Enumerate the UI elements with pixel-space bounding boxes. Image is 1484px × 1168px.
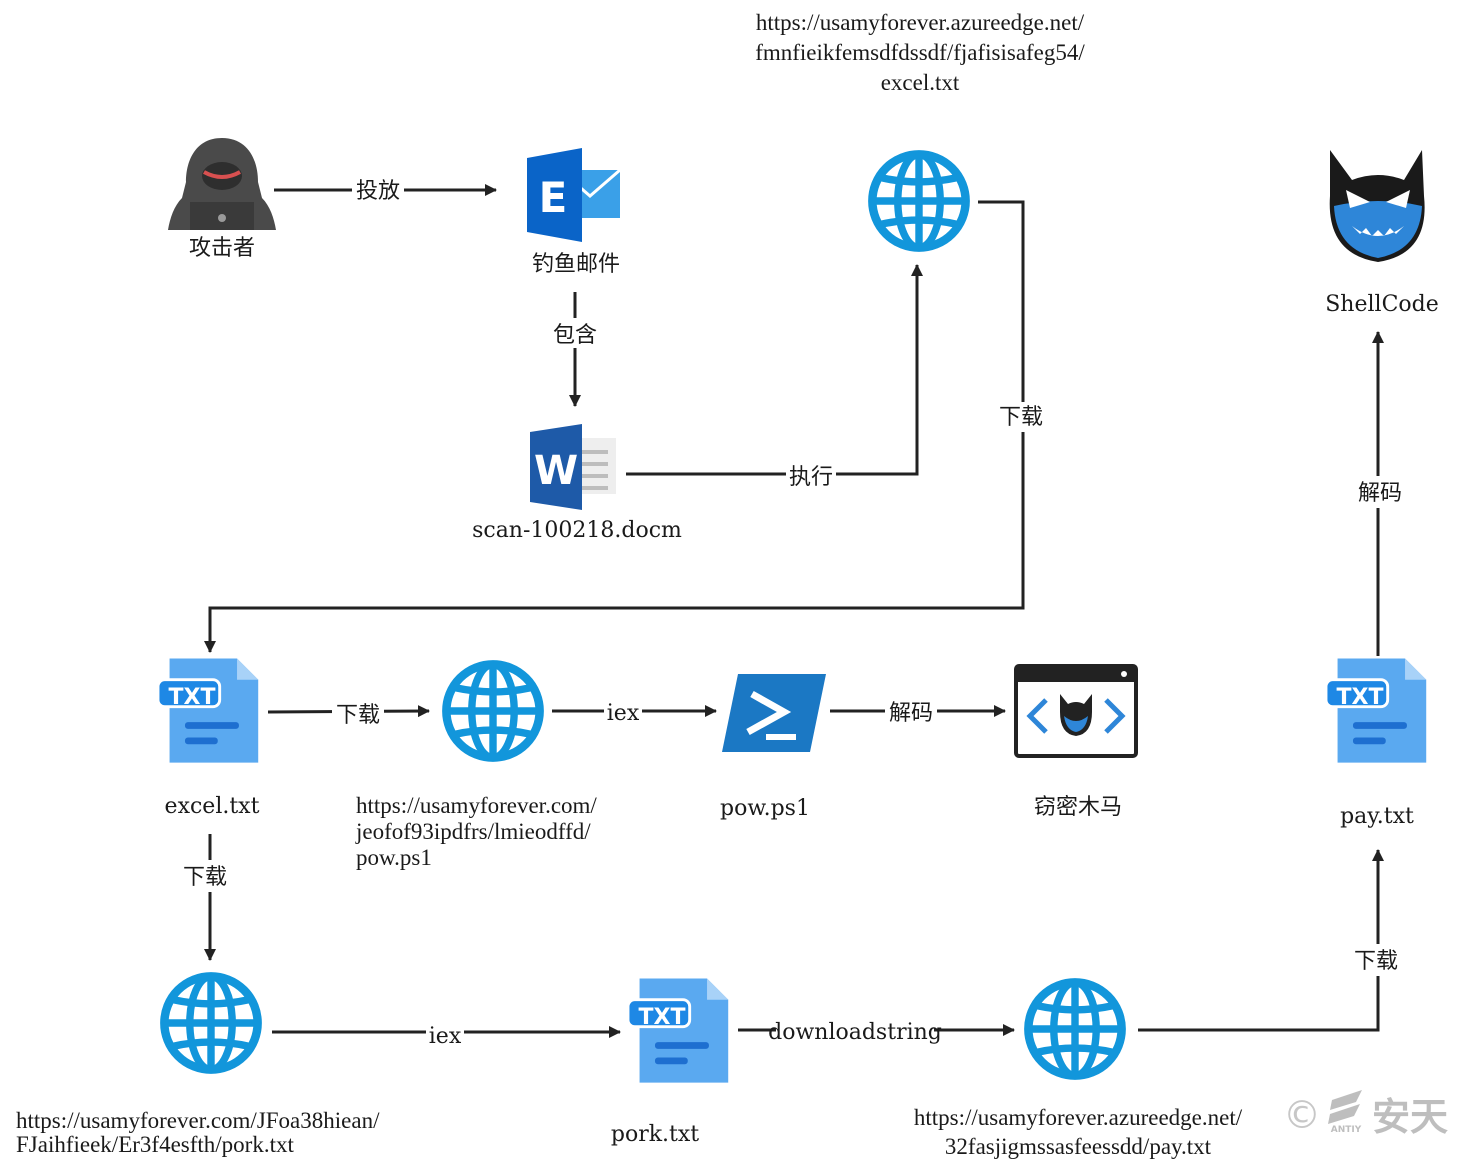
label-download-excel: 下载 bbox=[999, 405, 1043, 430]
label-download-pow: 下载 bbox=[336, 703, 380, 728]
word-letter: W bbox=[534, 448, 578, 494]
globe-icon bbox=[1028, 982, 1121, 1075]
exchange-mail-icon: E bbox=[527, 148, 621, 242]
txt-badge: TXT bbox=[1337, 685, 1384, 710]
label-download-pay: 下载 bbox=[1354, 949, 1398, 974]
stealer-node: 窃密木马 bbox=[1014, 664, 1138, 820]
globe2-url-line1: https://usamyforever.com/ bbox=[356, 793, 597, 818]
code-window-icon bbox=[1014, 664, 1138, 758]
shellcode-label: ShellCode bbox=[1325, 292, 1439, 317]
stealer-label: 窃密木马 bbox=[1034, 795, 1122, 820]
phish-mail-node: E 钓鱼邮件 bbox=[527, 148, 621, 277]
antiy-watermark: © ANTIY 安天 bbox=[1283, 1090, 1448, 1139]
pork-txt-label: pork.txt bbox=[611, 1122, 699, 1147]
txt-file-icon: TXT bbox=[158, 657, 260, 765]
devil-mask-icon bbox=[1329, 150, 1425, 262]
antiy-logo-icon bbox=[1328, 1090, 1362, 1124]
globe1-url-line1: https://usamyforever.azureedge.net/ bbox=[756, 10, 1085, 35]
word-doc-icon: W bbox=[530, 424, 616, 510]
edge-execute bbox=[626, 264, 923, 476]
label-iex-pow: iex bbox=[607, 701, 640, 726]
label-contains: 包含 bbox=[553, 323, 597, 348]
globe1-node: https://usamyforever.azureedge.net/ fmnf… bbox=[755, 10, 1085, 248]
label-execute: 执行 bbox=[789, 465, 833, 490]
globe2-node: https://usamyforever.com/ jeofof93ipdfrs… bbox=[355, 664, 597, 870]
attacker-label: 攻击者 bbox=[189, 236, 255, 261]
excel-txt-node: TXT excel.txt bbox=[158, 657, 260, 819]
pay-txt-node: TXT pay.txt bbox=[1326, 657, 1428, 829]
txt-file-icon: TXT bbox=[628, 977, 730, 1085]
txt-badge: TXT bbox=[639, 1005, 686, 1030]
pork-txt-node: TXT pork.txt bbox=[611, 977, 730, 1147]
attacker-node: 攻击者 bbox=[168, 138, 276, 261]
docm-label: scan-100218.docm bbox=[472, 518, 682, 543]
globe3-node: https://usamyforever.com/JFoa38hiean/ FJ… bbox=[16, 976, 380, 1157]
shellcode-node: ShellCode bbox=[1325, 150, 1439, 317]
edge-download-excel bbox=[204, 200, 1025, 653]
globe2-url-line2: jeofof93ipdfrs/lmieodffd/ bbox=[355, 819, 591, 844]
globe4-node: https://usamyforever.azureedge.net/ 32fa… bbox=[914, 982, 1243, 1159]
txt-file-icon: TXT bbox=[1326, 657, 1428, 765]
antiy-brand: 安天 bbox=[1372, 1095, 1448, 1139]
excel-txt-label: excel.txt bbox=[165, 794, 260, 819]
edge-labels: 投放 包含 执行 下载 下载 iex 解码 下载 iex downloadstr… bbox=[180, 176, 1408, 1049]
label-deliver: 投放 bbox=[356, 179, 400, 204]
edges bbox=[204, 184, 1384, 1038]
phish-mail-label: 钓鱼邮件 bbox=[532, 252, 620, 277]
globe1-url-line2: fmnfieikfemsdfdssdf/fjafisisafeg54/ bbox=[755, 40, 1085, 65]
exchange-letter: E bbox=[539, 173, 568, 222]
powershell-icon bbox=[722, 674, 826, 752]
txt-badge: TXT bbox=[169, 685, 216, 710]
pow-ps1-node: pow.ps1 bbox=[720, 674, 826, 821]
globe1-url-line3: excel.txt bbox=[881, 70, 960, 95]
globe-icon bbox=[164, 976, 257, 1069]
antiy-sub: ANTIY bbox=[1331, 1125, 1362, 1135]
globe4-url-line2: 32fasjigmssasfeessdd/pay.txt bbox=[945, 1134, 1212, 1159]
docm-node: W scan-100218.docm bbox=[472, 424, 682, 543]
label-decode-pay: 解码 bbox=[1358, 481, 1402, 506]
pay-txt-label: pay.txt bbox=[1340, 804, 1414, 829]
hacker-icon bbox=[168, 138, 276, 230]
globe3-url-line1: https://usamyforever.com/JFoa38hiean/ bbox=[16, 1108, 380, 1133]
globe-icon bbox=[872, 154, 965, 247]
label-iex-pork: iex bbox=[429, 1024, 462, 1049]
copyright-symbol: © bbox=[1283, 1093, 1321, 1137]
globe4-url-line1: https://usamyforever.azureedge.net/ bbox=[914, 1105, 1243, 1130]
label-download-pork: 下载 bbox=[183, 865, 227, 890]
pow-ps1-label: pow.ps1 bbox=[720, 796, 810, 821]
globe-icon bbox=[446, 664, 539, 757]
label-decode-pow: 解码 bbox=[889, 701, 933, 726]
edge-download-pay bbox=[1138, 849, 1384, 1032]
globe2-url-line3: pow.ps1 bbox=[356, 845, 432, 870]
globe3-url-line2: FJaihfieek/Er3f4esfth/pork.txt bbox=[16, 1132, 294, 1157]
label-downloadstring: downloadstring bbox=[768, 1020, 942, 1045]
